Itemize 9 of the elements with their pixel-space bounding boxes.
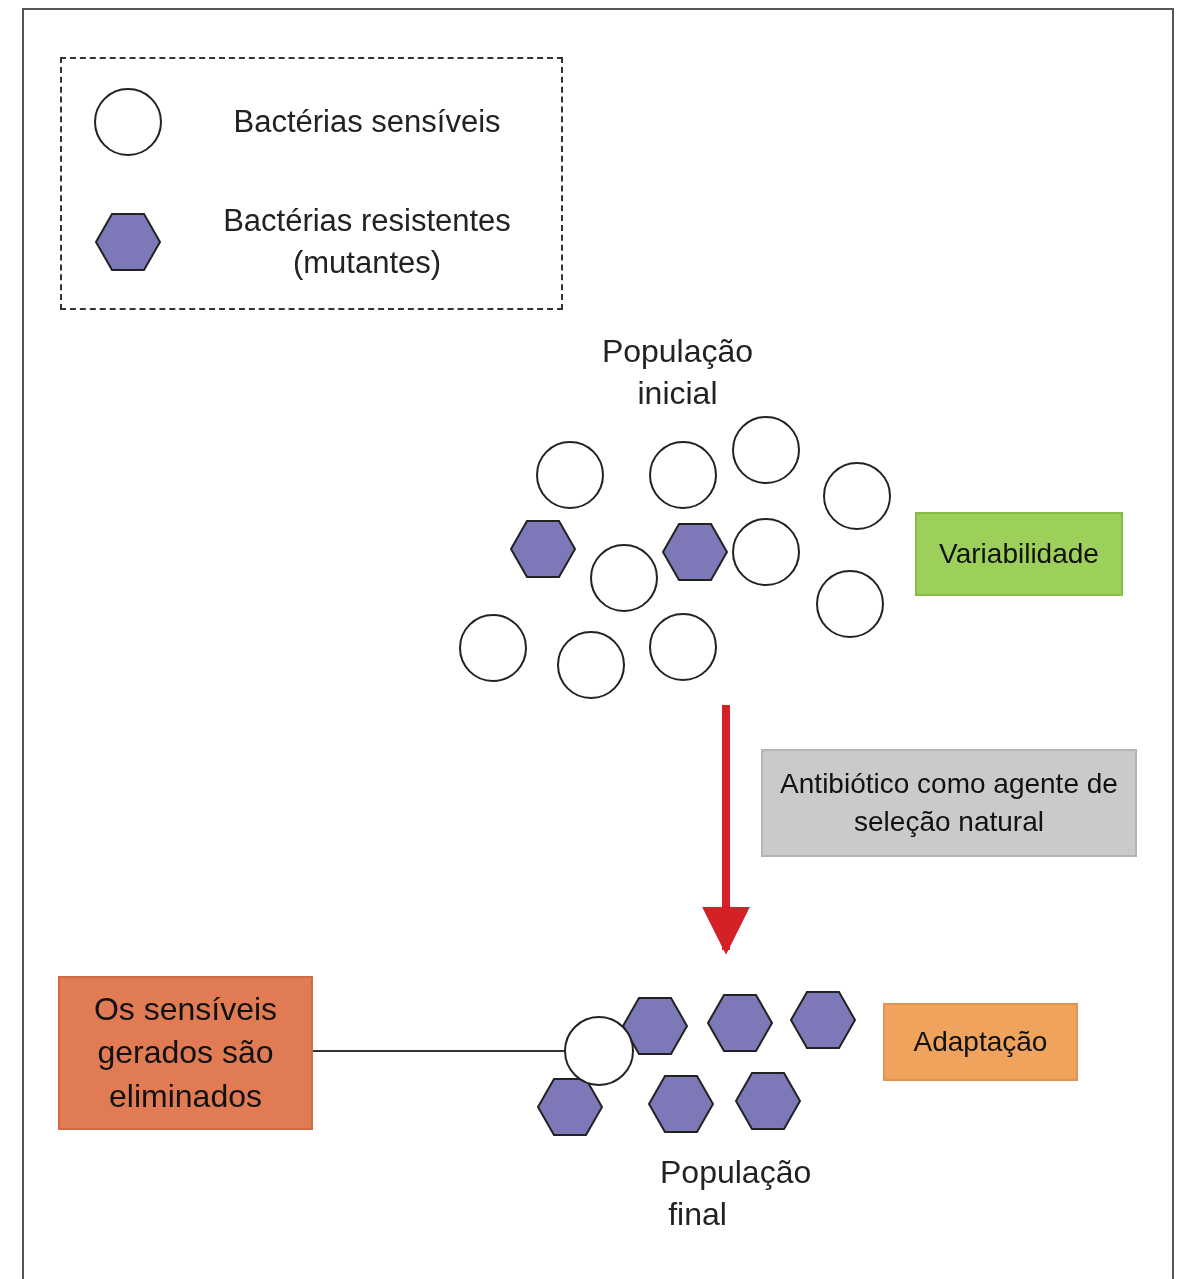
legend-text: Bactérias resistentes (mutantes) [222, 202, 512, 282]
legend-text: Bactérias sensíveis [232, 103, 502, 142]
label-box: Os sensíveis gerados são eliminados [58, 976, 313, 1130]
label-box: Adaptação [883, 1003, 1078, 1081]
label-box: Variabilidade [915, 512, 1123, 596]
note-box: Antibiótico como agente de seleção natural [761, 749, 1137, 857]
group-label: População inicial [600, 332, 755, 413]
group-label: População final [659, 1153, 813, 1234]
leader-line [312, 1050, 565, 1052]
